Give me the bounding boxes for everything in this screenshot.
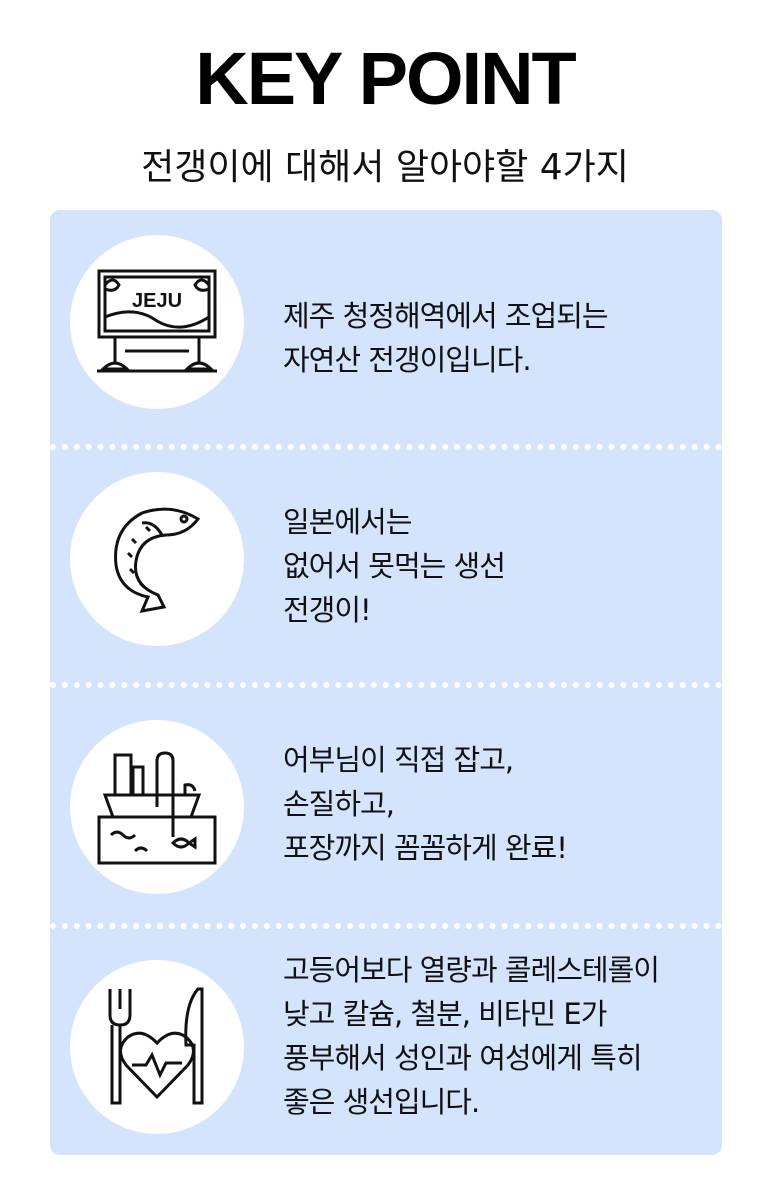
- text-line: 낮고 칼슘, 철분, 비타민 E가: [283, 997, 607, 1031]
- fish-icon: [70, 472, 244, 646]
- divider: [50, 682, 722, 688]
- text-line: 없어서 못먹는 생선: [283, 549, 506, 583]
- text-line: 제주 청정해역에서 조업되는: [283, 299, 609, 333]
- healthy-food-heart-icon: [70, 960, 244, 1134]
- text-line: 풍부해서 성인과 여성에게 특히: [283, 1041, 642, 1075]
- fishing-boat-icon: [70, 720, 244, 894]
- page-title: KEY POINT: [195, 37, 577, 120]
- divider: [50, 923, 722, 929]
- text-line: 포장까지 꼼꼼하게 완료!: [283, 831, 568, 865]
- divider: [50, 444, 722, 450]
- text-line: 손질하고,: [283, 787, 395, 821]
- point-1-text: 제주 청정해역에서 조업되는 자연산 전갱이입니다.: [283, 294, 609, 382]
- text-line: 일본에서는: [283, 505, 412, 539]
- text-line: 고등어보다 열량과 콜레스테롤이: [283, 953, 660, 987]
- text-line: 전갱이!: [283, 593, 372, 627]
- page-subtitle: 전갱이에 대해서 알아야할 4가지: [141, 147, 629, 188]
- point-4-text: 고등어보다 열량과 콜레스테롤이 낮고 칼슘, 철분, 비타민 E가 풍부해서 …: [283, 948, 660, 1124]
- jeju-sign-icon: JEJU: [70, 235, 244, 409]
- text-line: 자연산 전갱이입니다.: [283, 343, 532, 377]
- svg-text:JEJU: JEJU: [132, 290, 182, 312]
- point-2-text: 일본에서는 없어서 못먹는 생선 전갱이!: [283, 500, 506, 632]
- text-line: 어부님이 직접 잡고,: [283, 743, 514, 777]
- key-points-card: JEJU 제주 청정해역에서 조업되는 자연산 전갱이입니다. 일본에서는 없어…: [50, 210, 722, 1155]
- point-3-text: 어부님이 직접 잡고, 손질하고, 포장까지 꼼꼼하게 완료!: [283, 738, 568, 870]
- text-line: 좋은 생선입니다.: [283, 1085, 480, 1119]
